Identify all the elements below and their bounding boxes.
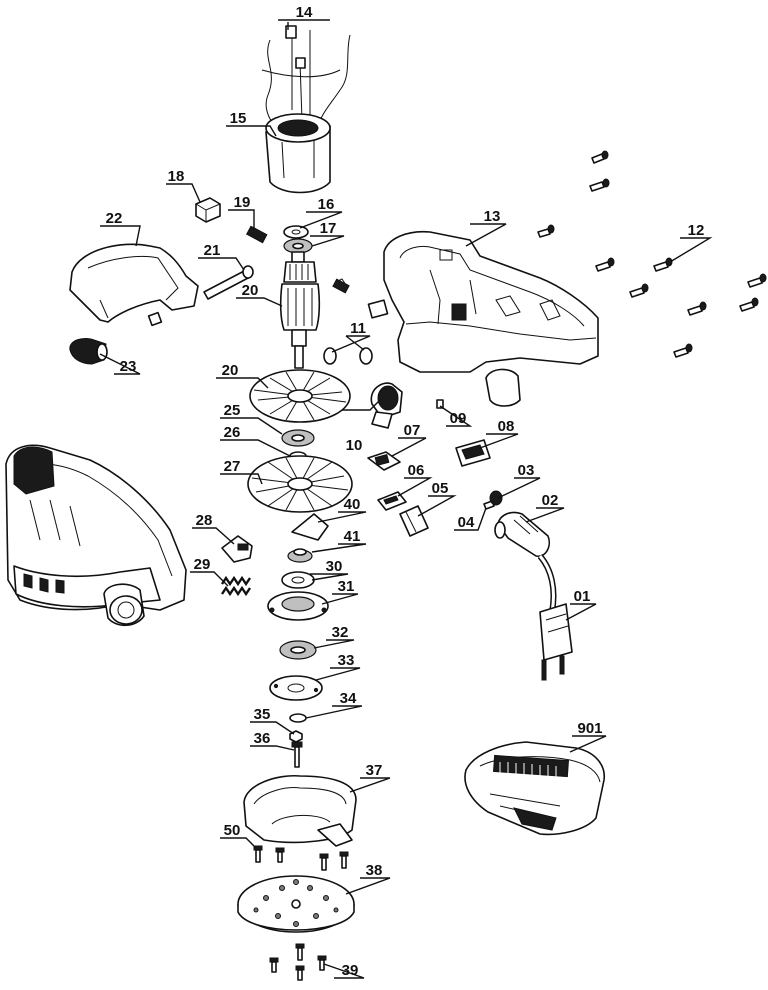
fan-icon	[249, 369, 351, 423]
terminal-block-icon	[377, 491, 407, 511]
bearing-icon	[279, 640, 317, 660]
brake-ring-icon	[269, 675, 323, 701]
speed-control-icon	[370, 382, 403, 429]
bearing-icon	[281, 429, 315, 447]
screw-icon	[291, 741, 303, 768]
spring-icon	[221, 575, 251, 597]
dust-cover-icon	[243, 774, 357, 847]
armature-icon	[279, 251, 321, 369]
handle-bolt-icon	[203, 265, 254, 300]
stator-icon	[265, 113, 331, 194]
leader-lines	[99, 19, 713, 979]
part-label-06: 06	[408, 462, 425, 479]
knob-icon	[69, 337, 108, 365]
screw-icon	[253, 845, 349, 871]
part-label-01: 01	[574, 588, 591, 605]
small-pin-icon	[436, 399, 444, 409]
part-label-19: 19	[234, 194, 251, 211]
part-label-32: 32	[332, 624, 349, 641]
switch-slider-icon	[455, 439, 491, 467]
screw-icon	[269, 943, 327, 981]
part-label-15: 15	[230, 110, 247, 127]
part-label-18: 18	[168, 168, 185, 185]
part-label-37: 37	[366, 762, 383, 779]
bearing-icon	[283, 238, 313, 254]
screw-icon	[537, 150, 767, 358]
part-label-40: 40	[344, 496, 361, 513]
part-label-02: 02	[542, 492, 559, 509]
part-label-07: 07	[404, 422, 421, 439]
part-label-12: 12	[688, 222, 705, 239]
part-label-33: 33	[338, 652, 355, 669]
dust-box-icon	[464, 741, 605, 836]
part-label-28: 28	[196, 512, 213, 529]
brush-holder-icon	[195, 197, 221, 223]
cable-sleeve-icon	[494, 511, 551, 557]
part-label-09: 09	[450, 410, 467, 427]
washer-icon	[289, 713, 307, 723]
part-label-39: 39	[342, 962, 359, 979]
part-label-35: 35	[254, 706, 271, 723]
part-label-05: 05	[432, 480, 449, 497]
part-label-38: 38	[366, 862, 383, 879]
part-label-50: 50	[224, 822, 241, 839]
part-label-20-armature: 20	[242, 282, 259, 299]
part-label-04: 04	[458, 514, 475, 531]
washer-icon	[283, 225, 309, 239]
washer-icon	[281, 571, 315, 589]
cable-clamp-icon	[489, 490, 503, 506]
eccentric-sleeve-icon	[287, 548, 313, 563]
wire-leads-icon	[261, 25, 351, 131]
part-label-23: 23	[120, 358, 137, 375]
sanding-pad-icon	[237, 875, 355, 933]
part-label-30: 30	[326, 558, 343, 575]
part-label-41: 41	[344, 528, 361, 545]
brush-spring-icon	[246, 225, 350, 294]
part-label-22: 22	[106, 210, 123, 227]
part-label-34: 34	[340, 690, 357, 707]
part-label-20-fan: 20	[222, 362, 239, 379]
counterweight-icon	[291, 513, 329, 541]
housing-half-icon	[5, 444, 187, 627]
fan-icon	[247, 455, 353, 513]
part-labels: 14 15 18 19 22 16 17 21 20 13 12 23 11 2…	[106, 4, 705, 979]
part-label-14: 14	[296, 4, 313, 21]
part-label-13: 13	[484, 208, 501, 225]
part-label-11: 11	[350, 320, 366, 337]
part-label-21: 21	[204, 242, 221, 259]
part-label-25: 25	[224, 402, 241, 419]
part-label-03: 03	[518, 462, 535, 479]
part-label-08: 08	[498, 418, 515, 435]
part-label-10: 10	[346, 437, 363, 454]
front-handle-icon	[69, 243, 199, 327]
lock-button-icon	[221, 535, 253, 563]
bearing-plate-icon	[267, 591, 329, 621]
part-label-901: 901	[577, 720, 602, 737]
part-label-27: 27	[224, 458, 241, 475]
part-label-29: 29	[194, 556, 211, 573]
capacitor-icon	[399, 505, 429, 537]
switch-icon	[367, 451, 401, 471]
part-label-31: 31	[338, 578, 355, 595]
power-plug-icon	[537, 554, 573, 681]
part-label-26: 26	[224, 424, 241, 441]
part-label-17: 17	[320, 220, 337, 237]
housing-half-icon	[383, 230, 599, 407]
part-label-36: 36	[254, 730, 271, 747]
part-label-16: 16	[318, 196, 335, 213]
